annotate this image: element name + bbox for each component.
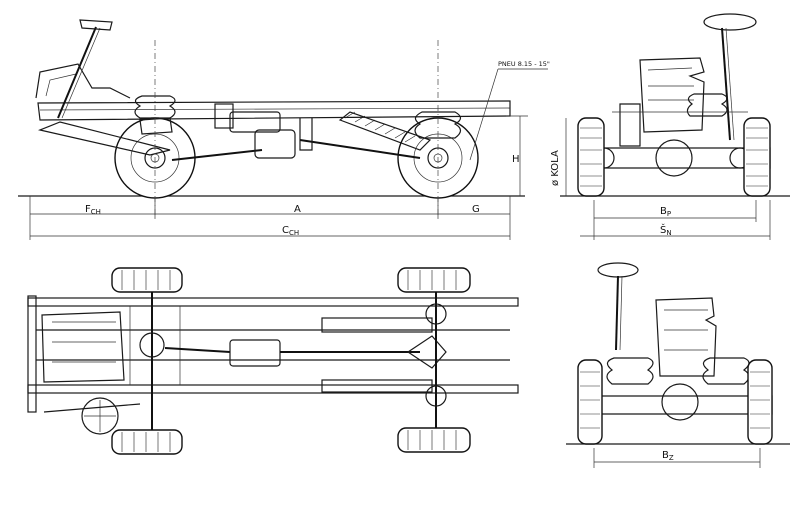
dim-sn: ŠN [660,223,672,237]
dim-g: G [472,204,480,215]
dim-h: H [512,154,520,165]
rear-view: BZ [566,262,790,468]
dim-a: A [294,204,301,215]
side-view: PNEU 8.15 - 15" FCH A G CCH H [18,19,550,240]
wheel-diameter-label: ø KOLA [550,150,561,186]
dim-bz: BZ [662,450,674,462]
tire-size-label: PNEU 8.15 - 15" [498,60,550,68]
dim-f-ch: FCH [85,204,101,216]
side-dimensions [29,40,528,240]
top-view [27,267,519,455]
front-view: BP ŠN ø KOLA [550,13,790,240]
dim-bp: BP [660,206,671,218]
dim-c-ch: CCH [282,225,299,237]
